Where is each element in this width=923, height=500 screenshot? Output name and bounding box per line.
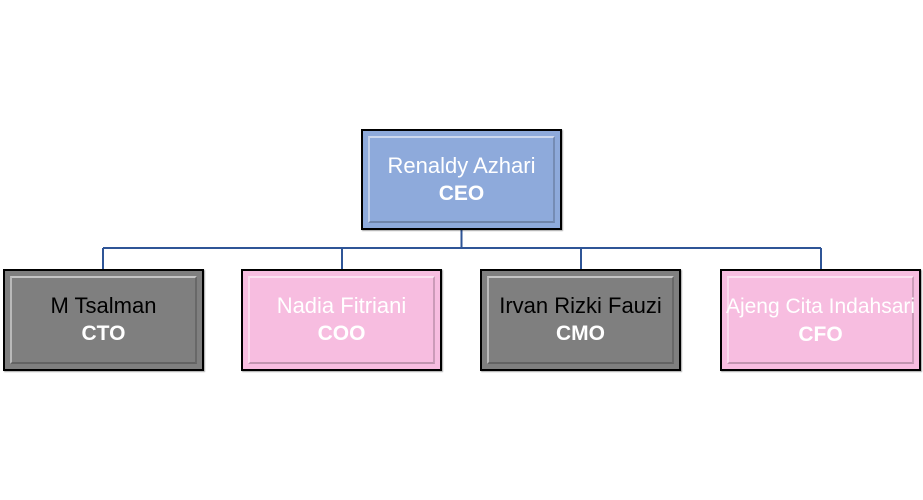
- org-node-coo[interactable]: Nadia Fitriani COO: [241, 269, 442, 371]
- node-name: Nadia Fitriani: [276, 293, 407, 318]
- node-role: CEO: [438, 181, 485, 205]
- org-node-ceo[interactable]: Renaldy Azhari CEO: [361, 129, 562, 230]
- org-node-cmo[interactable]: Irvan Rizki Fauzi CMO: [480, 269, 681, 371]
- node-role: CFO: [798, 322, 843, 346]
- node-role: CMO: [556, 322, 605, 345]
- node-name: Irvan Rizki Fauzi: [499, 293, 662, 318]
- node-name: Renaldy Azhari: [387, 152, 536, 178]
- node-name: Ajeng Cita Indahsari: [725, 294, 916, 318]
- node-role: CTO: [81, 322, 126, 345]
- node-role: COO: [317, 322, 366, 345]
- org-node-cto[interactable]: M Tsalman CTO: [3, 269, 204, 371]
- org-node-cfo[interactable]: Ajeng Cita Indahsari CFO: [720, 269, 921, 371]
- node-name: M Tsalman: [50, 293, 157, 318]
